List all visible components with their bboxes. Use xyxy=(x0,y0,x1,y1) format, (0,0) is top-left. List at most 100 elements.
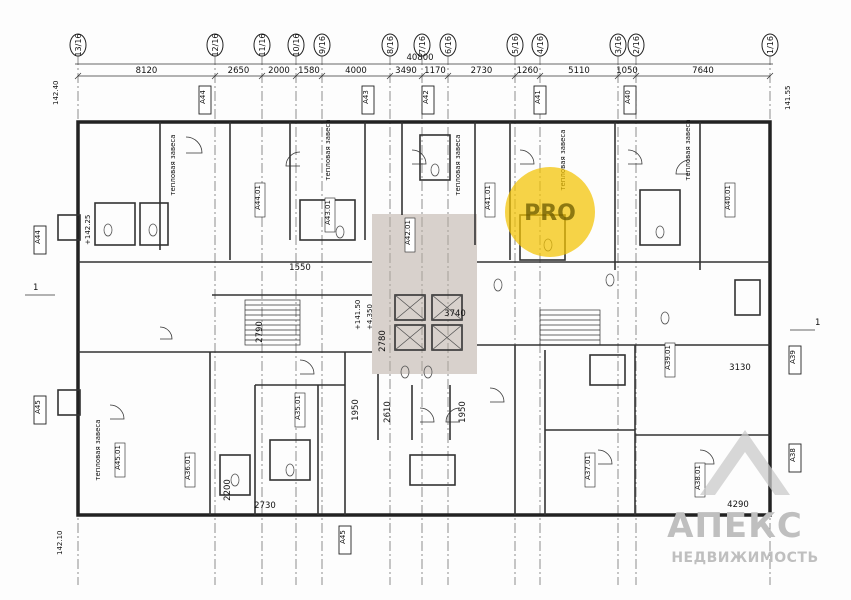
elevation-center-c: +142.25 xyxy=(84,215,92,245)
unit-tag-label: А38 xyxy=(789,448,797,462)
room-label: А45.01 xyxy=(114,445,122,470)
room-label: А43.01 xyxy=(324,200,332,225)
axis-label: 9/16 xyxy=(318,36,327,54)
inner-dimension: 2610 xyxy=(383,401,393,423)
unit-tag-box xyxy=(361,85,375,115)
inner-dimension: 2780 xyxy=(378,330,388,352)
dimension-label: 2730 xyxy=(471,66,493,76)
note-label: тепловая завеса xyxy=(559,129,567,190)
inner-dimension: 3740 xyxy=(444,309,466,319)
room-label: А37.01 xyxy=(584,455,592,480)
unit-tag-label: А44 xyxy=(34,230,42,244)
room-tag-box xyxy=(254,182,266,218)
room-label: А38.01 xyxy=(694,465,702,490)
axis-bubble xyxy=(531,33,549,57)
watermark-logo: АПЕКС НЕДВИЖИМОСТЬ xyxy=(667,430,818,566)
axis-label: 3/16 xyxy=(614,36,623,54)
inner-dimension: 4290 xyxy=(727,500,749,510)
room-tag-box xyxy=(584,452,596,488)
elevation-center-b: +4.350 xyxy=(366,304,374,330)
unit-tag-label: А43 xyxy=(362,90,370,104)
elevation-center-a: +141.50 xyxy=(354,300,362,330)
dimension-label: 1260 xyxy=(517,66,539,76)
interior-walls xyxy=(78,122,770,515)
axis-bubble xyxy=(313,33,331,57)
unit-tag-box xyxy=(788,443,802,473)
room-label: А44.01 xyxy=(254,185,262,210)
dimension-label: 1170 xyxy=(424,66,446,76)
axis-label: 1/16 xyxy=(766,36,775,54)
room-label: А36.01 xyxy=(184,455,192,480)
dimension-label: 1580 xyxy=(298,66,320,76)
section-marks xyxy=(25,294,815,331)
axis-label: 11/16 xyxy=(258,33,267,56)
inner-dimension: 2730 xyxy=(254,501,276,511)
unit-tag-label: А44 xyxy=(199,90,207,104)
unit-tag-label: А39 xyxy=(789,350,797,364)
axis-label: 4/16 xyxy=(536,36,545,54)
watermark-brand: АПЕКС xyxy=(667,506,803,546)
room-tag-box xyxy=(484,182,496,218)
pro-badge-text: PRO xyxy=(524,201,576,226)
stairs xyxy=(244,299,601,346)
room-label: А42.01 xyxy=(404,220,412,245)
unit-tag-box xyxy=(421,85,435,115)
axis-label: 10/16 xyxy=(292,33,301,56)
axis-bubble xyxy=(761,33,779,57)
inner-dimension: 3130 xyxy=(729,363,751,373)
room-tag-box xyxy=(694,462,706,498)
axis-bubble xyxy=(627,33,645,57)
notes: тепловая завеса тепловая завеса тепловая з… xyxy=(94,119,692,480)
axis-label: 2/16 xyxy=(632,36,641,54)
unit-tag-label: А42 xyxy=(422,90,430,104)
section-mark-left: 1 xyxy=(33,283,38,293)
room-tag-box xyxy=(114,442,126,478)
unit-tag-box xyxy=(533,85,547,115)
unit-tag-label: А40 xyxy=(624,90,632,104)
room-tag-box xyxy=(324,197,336,233)
axis-label: 7/16 xyxy=(418,36,427,54)
pro-badge: PRO xyxy=(505,167,595,257)
inner-dimension: 1950 xyxy=(458,401,468,423)
overall-width: 40800 xyxy=(406,53,433,63)
apex-logo-icon xyxy=(700,430,790,495)
axis-bubble xyxy=(506,33,524,57)
axis-label: 6/16 xyxy=(444,36,453,54)
inner-dimension: 2790 xyxy=(255,321,265,343)
room-label: А40.01 xyxy=(724,185,732,210)
axis-label: 12/16 xyxy=(211,33,220,56)
note-label: тепловая завеса xyxy=(94,419,102,480)
room-label: А35.01 xyxy=(294,395,302,420)
room-tag-box xyxy=(404,217,416,253)
dimension-label: 1050 xyxy=(616,66,638,76)
inner-dimension: 1950 xyxy=(351,399,361,421)
axis-bubble xyxy=(69,33,87,57)
dimension-label: 2650 xyxy=(228,66,250,76)
unit-tag-box xyxy=(623,85,637,115)
axis-label: 5/16 xyxy=(511,36,520,54)
note-label: тепловая завеса xyxy=(169,134,177,195)
watermark-sub: НЕДВИЖИМОСТЬ xyxy=(671,550,818,566)
unit-tag-box xyxy=(33,225,47,255)
inner-dimension: 2200 xyxy=(223,479,233,501)
elevation-right-top: 141.55 xyxy=(784,86,792,111)
room-tag-box xyxy=(294,392,306,428)
axis-label: 8/16 xyxy=(386,36,395,54)
axis-grid: 13/16 12/16 11/16 10/16 9/16 8/16 7/16 6/16 5/16… xyxy=(69,33,779,585)
unit-tag-box xyxy=(338,525,352,555)
dimension-label: 2000 xyxy=(268,66,290,76)
dimension-label: 8120 xyxy=(136,66,158,76)
unit-tag-box xyxy=(33,395,47,425)
building-outline xyxy=(57,120,772,517)
axis-label: 13/16 xyxy=(74,33,83,56)
sanitary-fixtures xyxy=(103,163,670,487)
room-label: А39.01 xyxy=(664,345,672,370)
note-label: тепловая завеса xyxy=(324,119,332,180)
axis-bubble xyxy=(253,33,271,57)
